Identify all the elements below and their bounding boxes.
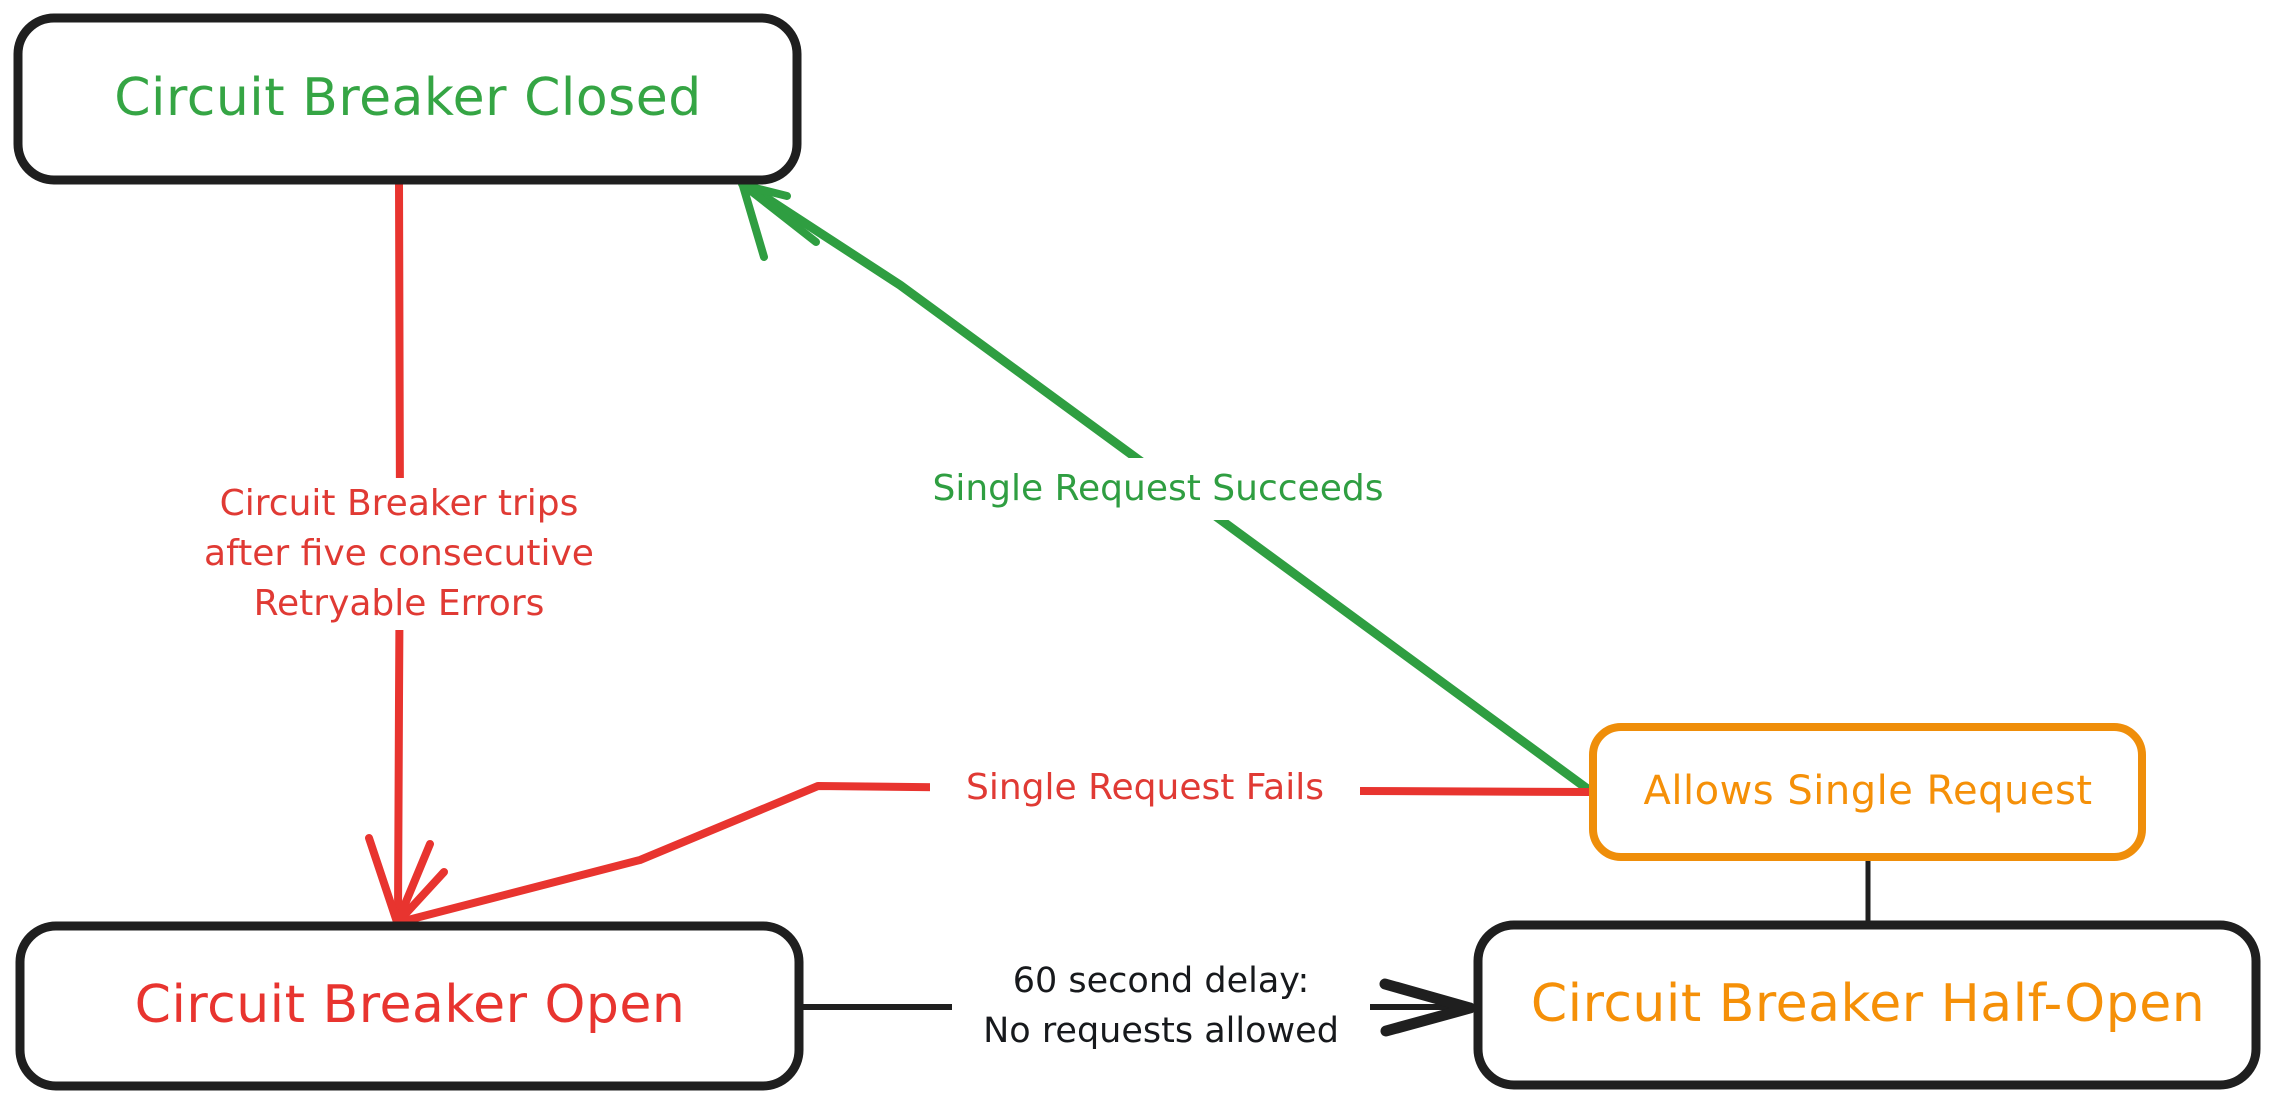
edge-allows-to-closed-arrowhead (738, 180, 820, 261)
node-circuit-breaker-closed-label: Circuit Breaker Closed (114, 68, 702, 128)
edge-label-allows-to-closed-bg (905, 458, 1405, 520)
edge-allows-to-closed[interactable] (738, 180, 1594, 795)
node-circuit-breaker-half-open-label: Circuit Breaker Half-Open (1531, 974, 2205, 1034)
node-circuit-breaker-open-label: Circuit Breaker Open (135, 975, 686, 1035)
edge-label-closed-to-open-line2: after five consecutive (204, 533, 594, 574)
node-circuit-breaker-half-open[interactable]: Circuit Breaker Half-Open (1473, 920, 2261, 1090)
edge-closed-to-open-arrowhead (365, 834, 448, 926)
edge-label-open-to-halfopen-bg (952, 952, 1370, 1064)
edge-label-open-to-halfopen: 60 second delay: No requests allowed (952, 952, 1370, 1064)
edge-open-to-halfopen[interactable] (796, 978, 1476, 1037)
edge-label-allows-to-open-bg (930, 760, 1360, 818)
edge-label-allows-to-closed: Single Request Succeeds (905, 458, 1405, 520)
node-circuit-breaker-closed[interactable]: Circuit Breaker Closed (13, 13, 802, 185)
edge-open-to-halfopen-arrowhead (1379, 978, 1476, 1037)
node-allows-single-request[interactable]: Allows Single Request (1589, 723, 2146, 861)
node-circuit-breaker-half-open-box (1473, 920, 2261, 1090)
node-circuit-breaker-open-box (15, 921, 804, 1091)
node-allows-single-request-box (1589, 723, 2146, 861)
node-circuit-breaker-closed-box (13, 13, 802, 185)
edge-label-allows-to-open-text: Single Request Fails (966, 767, 1324, 808)
edge-label-closed-to-open-line3: Retryable Errors (254, 583, 545, 624)
node-allows-single-request-label: Allows Single Request (1644, 768, 2093, 814)
edge-label-open-to-halfopen-line1: 60 second delay: (1013, 961, 1310, 1001)
edge-label-closed-to-open-line1: Circuit Breaker trips (220, 483, 579, 524)
edge-label-open-to-halfopen-line2: No requests allowed (983, 1011, 1339, 1051)
edge-label-closed-to-open: Circuit Breaker trips after five consecu… (178, 478, 620, 630)
edge-label-allows-to-open: Single Request Fails (930, 760, 1360, 818)
edge-label-closed-to-open-bg (178, 478, 620, 630)
edge-allows-to-closed-line (743, 181, 1594, 795)
node-circuit-breaker-open[interactable]: Circuit Breaker Open (15, 921, 804, 1091)
edge-label-allows-to-closed-text: Single Request Succeeds (933, 468, 1384, 509)
